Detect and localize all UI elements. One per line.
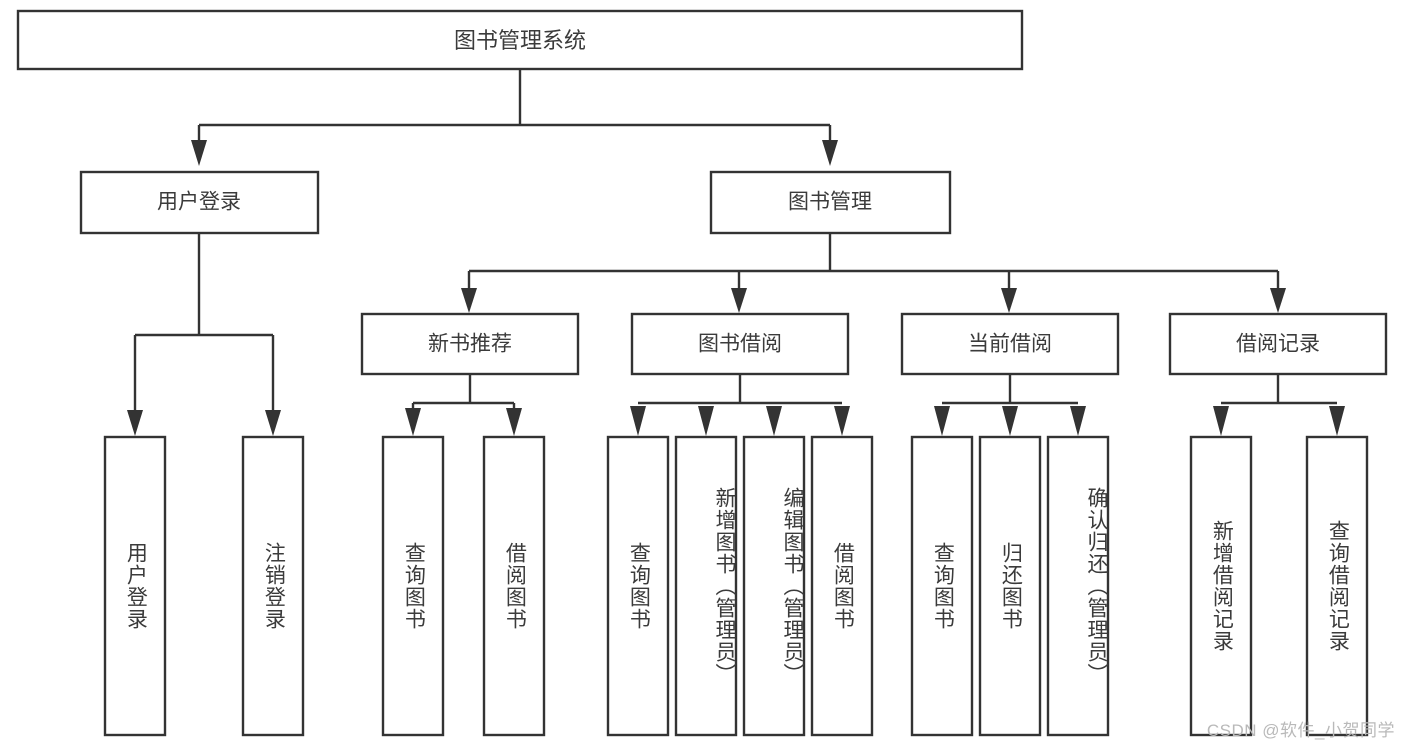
leaf-confirm-return-admin[interactable]: [1046, 435, 1110, 737]
connector-new-book-to-leaves: [405, 374, 522, 436]
node-book-management[interactable]: 图书管理: [709, 170, 952, 235]
node-new-book-recommend[interactable]: 新书推荐: [360, 312, 580, 376]
connector-book-management-to-level3: [461, 233, 1286, 313]
connector-root-to-level2: [191, 69, 838, 166]
node-user-login[interactable]: 用户登录: [79, 170, 320, 235]
node-root-label: 图书管理系统: [454, 28, 586, 53]
node-book-management-label: 图书管理: [788, 191, 872, 214]
leaf-borrow-books-new[interactable]: [482, 435, 546, 737]
leaf-add-book-admin[interactable]: [674, 435, 738, 737]
node-current-borrow[interactable]: 当前借阅: [900, 312, 1120, 376]
connector-borrow-records-to-leaves: [1213, 374, 1345, 436]
node-book-borrow-label: 图书借阅: [698, 333, 782, 356]
csdn-watermark: CSDN @软件_小贺同学: [1206, 721, 1395, 740]
leaf-add-borrow-record[interactable]: [1189, 435, 1253, 737]
leaf-query-books-new[interactable]: [381, 435, 445, 737]
leaf-borrow-book[interactable]: [810, 435, 874, 737]
node-new-book-recommend-label: 新书推荐: [428, 333, 512, 356]
node-current-borrow-label: 当前借阅: [968, 333, 1052, 356]
leaf-query-borrow-record[interactable]: [1305, 435, 1369, 737]
connector-book-borrow-to-leaves: [630, 374, 850, 436]
node-user-login-label: 用户登录: [157, 191, 241, 214]
node-root[interactable]: 图书管理系统: [16, 9, 1024, 71]
node-borrow-records[interactable]: 借阅记录: [1168, 312, 1388, 376]
leaf-logout[interactable]: [241, 435, 305, 737]
leaf-return-book[interactable]: [978, 435, 1042, 737]
connector-current-borrow-to-leaves: [934, 374, 1086, 436]
leaf-user-login[interactable]: [103, 435, 167, 737]
leaf-edit-book-admin[interactable]: [742, 435, 806, 737]
node-book-borrow[interactable]: 图书借阅: [630, 312, 850, 376]
leaf-query-books-borrow[interactable]: [606, 435, 670, 737]
connector-user-login-to-leaves: [127, 233, 281, 436]
leaf-query-books-current[interactable]: [910, 435, 974, 737]
node-borrow-records-label: 借阅记录: [1236, 333, 1320, 356]
